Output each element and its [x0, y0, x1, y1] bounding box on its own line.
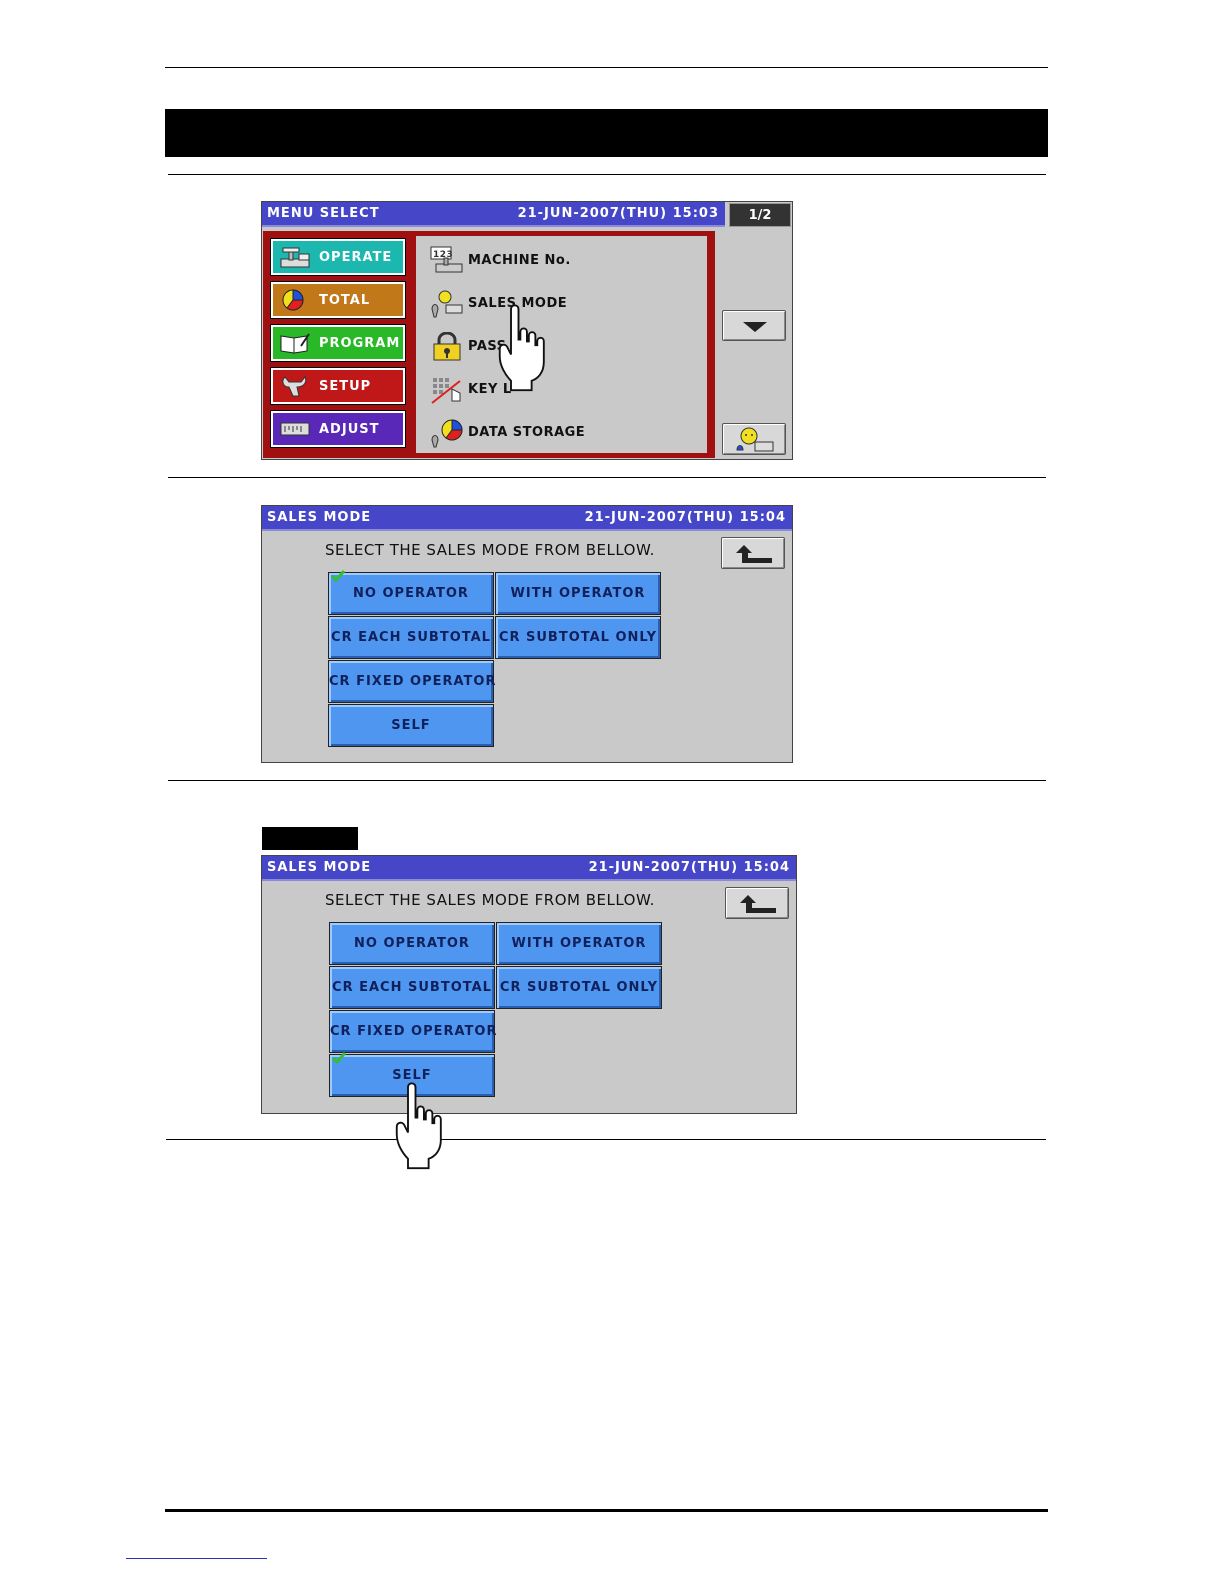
self-button[interactable]: SELF: [328, 704, 494, 747]
checkmark-icon: [331, 570, 345, 582]
button-label: SELF: [392, 1068, 432, 1083]
screen-datetime: 21-JUN-2007(THU) 15:04: [588, 860, 790, 875]
back-button[interactable]: [721, 537, 785, 569]
machine-number-icon: 123: [430, 246, 463, 273]
top-rule: [165, 67, 1048, 68]
screen-datetime: 21-JUN-2007(THU) 15:04: [584, 510, 786, 525]
button-label: CR SUBTOTAL ONLY: [498, 630, 658, 645]
triangle-down-icon: [743, 322, 767, 332]
sales-mode-icon: [431, 290, 463, 318]
calibration-icon: [280, 422, 310, 436]
button-label: CR FIXED OPERATOR: [330, 1024, 498, 1039]
sales-mode-screen-before: SALES MODE 21-JUN-2007(THU) 15:04 SELECT…: [261, 505, 793, 763]
with-operator-button[interactable]: WITH OPERATOR: [496, 922, 662, 965]
button-label: CR EACH SUBTOTAL: [331, 630, 491, 645]
adjust-button[interactable]: ADJUST: [270, 410, 406, 448]
key-lock-icon: [431, 378, 461, 404]
instruction-prompt: SELECT THE SALES MODE FROM BELLOW.: [325, 541, 655, 559]
adjust-label: ADJUST: [319, 422, 380, 437]
setup-button[interactable]: SETUP: [270, 367, 406, 405]
sales-mode-screen-after: SALES MODE 21-JUN-2007(THU) 15:04 SELECT…: [261, 855, 797, 1114]
pointing-hand-icon: [395, 1082, 442, 1170]
cr-fixed-operator-button[interactable]: CR FIXED OPERATOR: [328, 660, 497, 703]
svg-text:123: 123: [433, 250, 453, 260]
button-label: NO OPERATOR: [354, 936, 470, 951]
setup-label: SETUP: [319, 379, 372, 394]
bottom-rule: [165, 1509, 1048, 1512]
no-operator-button[interactable]: NO OPERATOR: [328, 570, 494, 615]
note-label-box: [262, 827, 358, 850]
no-operator-button[interactable]: NO OPERATOR: [329, 922, 495, 965]
pointing-hand-icon: [498, 304, 545, 392]
section-rule-3: [168, 780, 1046, 781]
menu-item-label: SALES MODE: [468, 296, 568, 311]
operate-button[interactable]: OPERATE: [270, 238, 406, 276]
screen-title: SALES MODE: [267, 510, 372, 525]
program-label: PROGRAM: [319, 336, 401, 351]
operator-icon: [736, 427, 774, 452]
menu-item-label: KEY L: [468, 382, 512, 397]
menu-item-label: PASS: [468, 339, 507, 354]
section-rule-4: [166, 1139, 1046, 1140]
scroll-down-button[interactable]: [722, 310, 786, 341]
total-label: TOTAL: [319, 293, 371, 308]
sales-mode-titlebar: SALES MODE 21-JUN-2007(THU) 15:04: [262, 856, 796, 881]
back-button[interactable]: [725, 887, 789, 919]
menu-list-frame: 123 MACHINE No. SALES MODE PASS KEY L DA…: [411, 231, 715, 458]
section-rule-1: [168, 174, 1046, 175]
cr-subtotal-only-button[interactable]: CR SUBTOTAL ONLY: [496, 966, 662, 1009]
cr-fixed-operator-button[interactable]: CR FIXED OPERATOR: [329, 1010, 498, 1053]
button-label: WITH OPERATOR: [510, 586, 646, 601]
button-label: SELF: [391, 718, 431, 733]
button-label: CR SUBTOTAL ONLY: [499, 980, 659, 995]
return-arrow-icon: [740, 895, 776, 913]
lock-icon: [433, 332, 461, 361]
with-operator-button[interactable]: WITH OPERATOR: [495, 572, 661, 615]
menu-item-label: DATA STORAGE: [468, 425, 586, 440]
return-arrow-icon: [736, 545, 772, 563]
button-label: CR FIXED OPERATOR: [329, 674, 497, 689]
total-button[interactable]: TOTAL: [270, 281, 406, 319]
instruction-prompt: SELECT THE SALES MODE FROM BELLOW.: [325, 891, 655, 909]
menu-select-titlebar: MENU SELECT 21-JUN-2007(THU) 15:03: [262, 202, 725, 227]
menu-item-label: MACHINE No.: [468, 253, 571, 268]
book-icon: [280, 333, 310, 354]
header-bar: [165, 109, 1048, 157]
menu-list: 123 MACHINE No. SALES MODE PASS KEY L DA…: [416, 236, 707, 453]
cr-subtotal-only-button[interactable]: CR SUBTOTAL ONLY: [495, 616, 661, 659]
button-label: NO OPERATOR: [353, 586, 469, 601]
wrench-icon: [282, 376, 307, 397]
button-label: WITH OPERATOR: [511, 936, 647, 951]
operator-button[interactable]: [722, 423, 786, 455]
page-indicator: 1/2: [729, 203, 791, 227]
pie-chart-icon: [282, 289, 304, 311]
checkmark-icon: [332, 1052, 346, 1064]
cr-each-subtotal-button[interactable]: CR EACH SUBTOTAL: [328, 616, 494, 659]
sales-mode-titlebar: SALES MODE 21-JUN-2007(THU) 15:04: [262, 506, 792, 531]
data-storage-icon: [431, 419, 463, 448]
button-label: CR EACH SUBTOTAL: [332, 980, 492, 995]
section-rule-2: [168, 477, 1046, 478]
program-button[interactable]: PROGRAM: [270, 324, 406, 362]
category-frame: OPERATE TOTAL PROGRAM SETUP ADJUST: [263, 231, 411, 458]
footer-link-underline: [126, 1558, 267, 1559]
scale-icon: [280, 247, 310, 268]
screen-datetime: 21-JUN-2007(THU) 15:03: [517, 206, 719, 221]
menu-select-screen: MENU SELECT 21-JUN-2007(THU) 15:03 1/2 O…: [261, 201, 793, 460]
cr-each-subtotal-button[interactable]: CR EACH SUBTOTAL: [329, 966, 495, 1009]
screen-title: MENU SELECT: [267, 206, 380, 221]
operate-label: OPERATE: [319, 250, 393, 265]
screen-title: SALES MODE: [267, 860, 372, 875]
